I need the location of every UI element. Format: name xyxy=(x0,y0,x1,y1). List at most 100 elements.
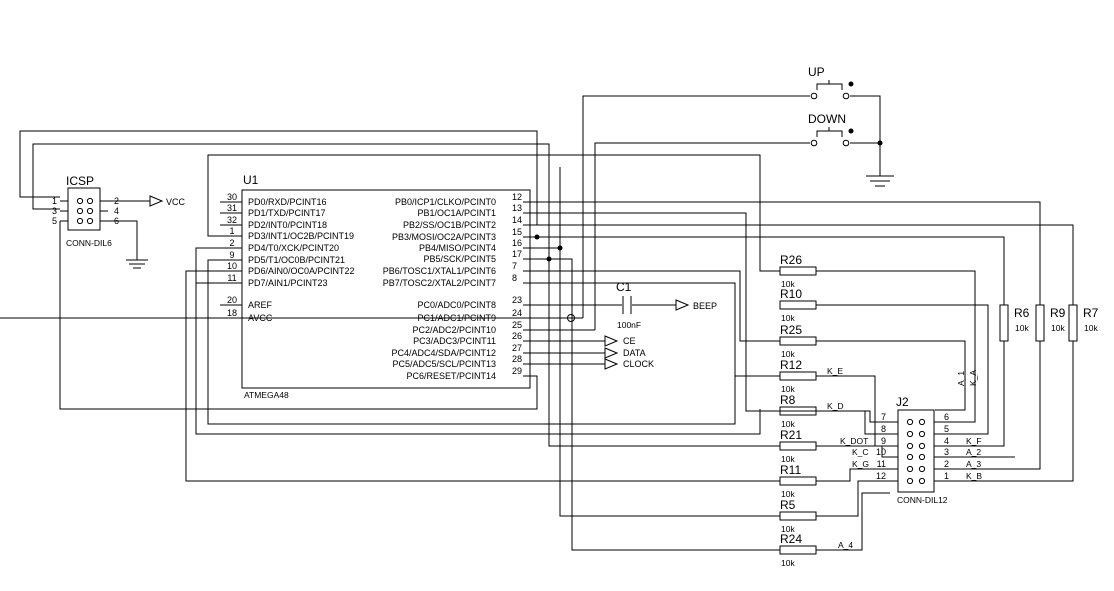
resistor-body xyxy=(779,336,817,346)
u1-pin-name: PD7/AIN1/PCINT23 xyxy=(248,278,328,288)
resistor-value: 10k xyxy=(781,313,795,323)
icsp-pin-number: 5 xyxy=(52,216,57,226)
j2-pin xyxy=(918,430,926,438)
resistor-ref: R25 xyxy=(780,323,802,337)
u1-pin-number: 15 xyxy=(512,227,522,237)
net-label-k-a: K_A xyxy=(968,370,978,386)
j2-pin xyxy=(906,442,914,450)
resistor-body xyxy=(779,441,817,451)
net-label-k-d: K_D xyxy=(827,401,844,411)
icsp-pin-number: 3 xyxy=(52,206,57,216)
net-label-a-3: A_3 xyxy=(966,459,981,469)
junction-dots xyxy=(534,140,883,322)
c1-ref: C1 xyxy=(616,280,632,294)
resistor-ref: R26 xyxy=(780,253,802,267)
u1-part: ATMEGA48 xyxy=(244,390,289,400)
resistor-value: 10k xyxy=(1084,323,1098,333)
u1-pin-number: 13 xyxy=(512,203,522,213)
resistor-body xyxy=(779,545,817,555)
resistor-ref: R12 xyxy=(780,358,802,372)
j2-pin-number: 4 xyxy=(944,436,949,446)
resistor-ref: R10 xyxy=(780,287,802,301)
c1-value: 100nF xyxy=(617,320,641,330)
output-terminal-arrow xyxy=(604,335,619,347)
u1-ref: U1 xyxy=(243,173,259,187)
horizontal-resistors: R2610kR1010kR2510kR1210kR810kR2110kR1110… xyxy=(779,253,817,568)
u1-pin-name: PD3/INT1/OC2B/PCINT19 xyxy=(248,231,354,241)
resistor-value: 10k xyxy=(781,558,795,568)
u1-pin-number: 1 xyxy=(229,226,234,236)
j2-pin-number: 1 xyxy=(944,471,949,481)
u1-pin-number: 18 xyxy=(227,308,237,318)
u1-pin-number: 25 xyxy=(512,320,522,330)
u1-pin-number: 31 xyxy=(227,203,237,213)
u1-pin-name: PB0/ICP1/CLKO/PCINT0 xyxy=(395,197,496,207)
u1-pin-name: PD6/AIN0/OC0A/PCINT22 xyxy=(248,266,355,276)
u1-pin-number: 9 xyxy=(229,250,234,260)
j2-pin xyxy=(906,430,914,438)
u1-pin-name: PB6/TOSC1/XTAL1/PCINT6 xyxy=(383,266,496,276)
beep-label: BEEP xyxy=(693,301,717,311)
icsp-pin-number: 4 xyxy=(114,206,119,216)
icsp-ref: ICSP xyxy=(66,174,94,188)
resistor-value: 10k xyxy=(781,349,795,359)
resistor-body xyxy=(1035,304,1045,342)
j2-pin-number: 9 xyxy=(881,436,886,446)
resistor-value: 10k xyxy=(781,419,795,429)
switch-down: DOWN xyxy=(808,112,854,147)
icsp-pin-number: 2 xyxy=(114,196,119,206)
u1-pin-name: PC5/ADC5/SCL/PCINT13 xyxy=(392,359,496,369)
resistor-ref: R6 xyxy=(1014,306,1030,320)
icsp-pin xyxy=(86,197,94,205)
u1-pin-number: 32 xyxy=(227,215,237,225)
net-label-k-g: K_G xyxy=(852,459,869,469)
u1-pin-number: 8 xyxy=(512,273,517,283)
u1-pin-number: 29 xyxy=(512,366,522,376)
u1-pin-number: 2 xyxy=(229,238,234,248)
u1-pin-number: 20 xyxy=(227,295,237,305)
resistor-body xyxy=(779,406,817,416)
resistor-value: 10k xyxy=(781,524,795,534)
output-terminal-label: CLOCK xyxy=(623,359,654,369)
u1-pin-number: 14 xyxy=(512,215,522,225)
u1-pin-number: 23 xyxy=(512,295,522,305)
switch-up: UP xyxy=(808,65,854,100)
j2-pin-number: 8 xyxy=(881,424,886,434)
net-label-k-dot: K_DOT xyxy=(840,436,868,446)
resistor-body xyxy=(779,266,817,276)
resistor-ref: R24 xyxy=(780,532,802,546)
resistor-value: 10k xyxy=(781,489,795,499)
resistor-ref: R21 xyxy=(780,428,802,442)
j2-pin xyxy=(918,465,926,473)
u1-pin-name: PC2/ADC2/PCINT10 xyxy=(412,325,496,335)
icsp-pin-number: 6 xyxy=(114,216,119,226)
u1-pin-number: 27 xyxy=(512,343,522,353)
u1-pin-name: PB2/SS/OC1B/PCINT2 xyxy=(403,220,496,230)
u1-pin-number: 30 xyxy=(227,192,237,202)
icsp-part: CONN-DIL6 xyxy=(66,238,112,248)
u1-pin-name: PD0/RXD/PCINT16 xyxy=(248,197,327,207)
resistor-body xyxy=(779,511,817,521)
u1-pin-name: PC1/ADC1/PCINT9 xyxy=(417,313,496,323)
capacitor-c1: C1 100nF xyxy=(616,280,641,330)
icsp-pin xyxy=(76,217,84,225)
net-label-a-1: A_1 xyxy=(956,371,966,386)
net-label-a-4: A_4 xyxy=(838,540,853,550)
u1-pin-name: PC3/ADC3/PCINT11 xyxy=(413,336,496,346)
switch-down-label: DOWN xyxy=(808,112,846,126)
icsp-pin xyxy=(86,217,94,225)
j2-pin-number: 10 xyxy=(876,447,886,457)
output-terminal-label: DATA xyxy=(623,348,646,358)
net-labels: K_E K_D K_DOT K_C K_G A_4 K_F A_2 A_3 K_… xyxy=(827,366,982,550)
output-terminal-arrow xyxy=(604,347,619,359)
resistor-body xyxy=(999,304,1009,342)
resistor-ref: R5 xyxy=(780,498,796,512)
j2-pin xyxy=(906,453,914,461)
u1-pin-number: 26 xyxy=(512,331,522,341)
